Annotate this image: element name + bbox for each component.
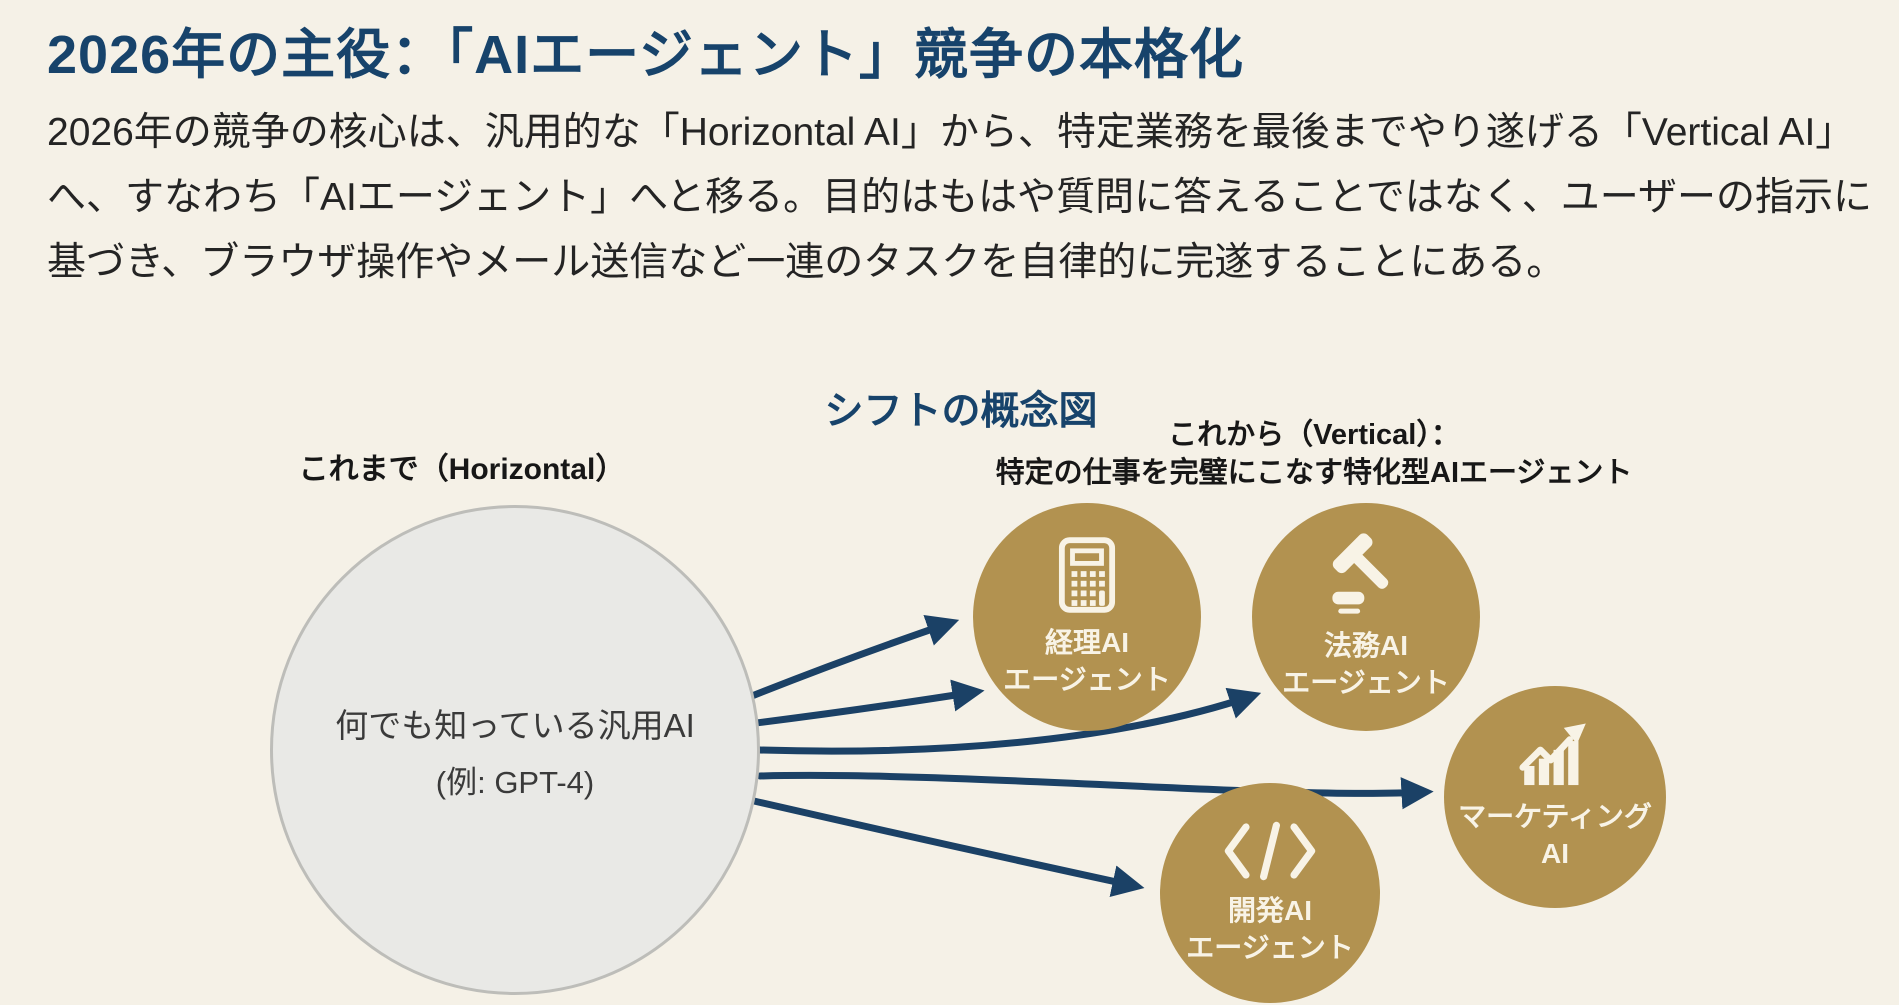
arrow-to-accounting-lower [752,679,985,727]
agent-label-line1: 法務AI [1323,630,1408,661]
vertical-column-label: これから（Vertical）： 特定の仕事を完璧にこなす特化型AIエージェント [914,416,1714,492]
agent-label-line2: AI [1541,838,1569,869]
arrow-to-accounting-upper [748,615,960,700]
calculator-icon [1058,537,1116,613]
agent-label-line2: エージェント [1003,664,1171,695]
growth-chart-icon [1519,723,1586,786]
arrow-to-marketing [756,771,1434,810]
agent-label-line1: 開発AI [1227,895,1312,926]
diagram-title: シフトの概念図 [824,390,1098,433]
agent-label-line1: マーケティング [1458,801,1652,832]
arrow-to-development [750,797,1145,897]
agent-circle-development: 開発AI エージェント [1160,783,1380,1003]
generalist-ai-circle: 何でも知っている汎用AI (例: GPT-4) [270,505,760,995]
agent-circle-marketing: マーケティング AI [1444,686,1666,908]
agent-label-line1: 経理AI [1044,627,1129,658]
horizontal-column-label: これまで（Horizontal） [298,453,626,486]
generalist-label-line1: 何でも知っている汎用AI [335,706,695,744]
agent-label-line2: エージェント [1186,932,1354,963]
agent-label-line2: エージェント [1282,667,1450,698]
agent-circle-legal: 法務AI エージェント [1252,503,1480,731]
page-title: 2026年の主役：「AIエージェント」競争の本格化 [47,25,1245,85]
agent-circle-accounting: 経理AI エージェント [973,503,1201,731]
arrow-to-legal [756,687,1262,755]
vertical-label-line2: 特定の仕事を完璧にこなす特化型AIエージェント [995,457,1633,489]
generalist-label-line2: (例: GPT-4) [435,764,595,800]
code-icon [1224,821,1316,881]
intro-paragraph: 2026年の競争の核心は、汎用的な「Horizontal AI」から、特定業務を… [47,111,1872,284]
gavel-icon [1332,533,1389,614]
vertical-label-line1: これから（Vertical）： [1168,419,1460,451]
